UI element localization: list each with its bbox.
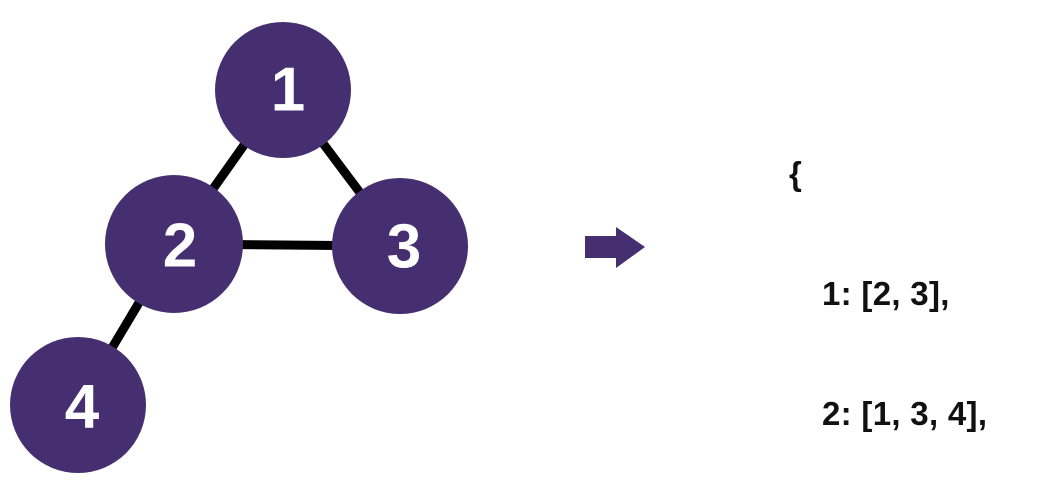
code-line-node-1: 1: [2, 3], xyxy=(822,275,950,312)
node-4-label: 4 xyxy=(65,372,100,441)
node-4[interactable]: 4 xyxy=(10,337,146,473)
node-1-circle[interactable] xyxy=(215,22,351,158)
node-2-circle[interactable] xyxy=(105,175,243,313)
arrow-right-shape xyxy=(585,227,645,268)
code-line-open-brace: { xyxy=(789,155,803,192)
node-1[interactable]: 1 xyxy=(215,22,351,158)
node-3-label: 3 xyxy=(387,212,421,281)
arrow-right-icon xyxy=(585,227,645,268)
node-3-circle[interactable] xyxy=(332,178,468,314)
adjacency-list-code: { 1: [2, 3], 2: [1, 3, 4], 3: [1, 2], 4:… xyxy=(789,74,987,498)
node-1-label: 1 xyxy=(271,55,305,124)
code-line-node-2: 2: [1, 3, 4], xyxy=(822,395,988,432)
node-2-label: 2 xyxy=(163,211,197,280)
node-3[interactable]: 3 xyxy=(332,178,468,314)
node-group: 1 2 3 4 xyxy=(10,22,468,473)
node-4-circle[interactable] xyxy=(10,337,146,473)
node-2[interactable]: 2 xyxy=(105,175,243,313)
